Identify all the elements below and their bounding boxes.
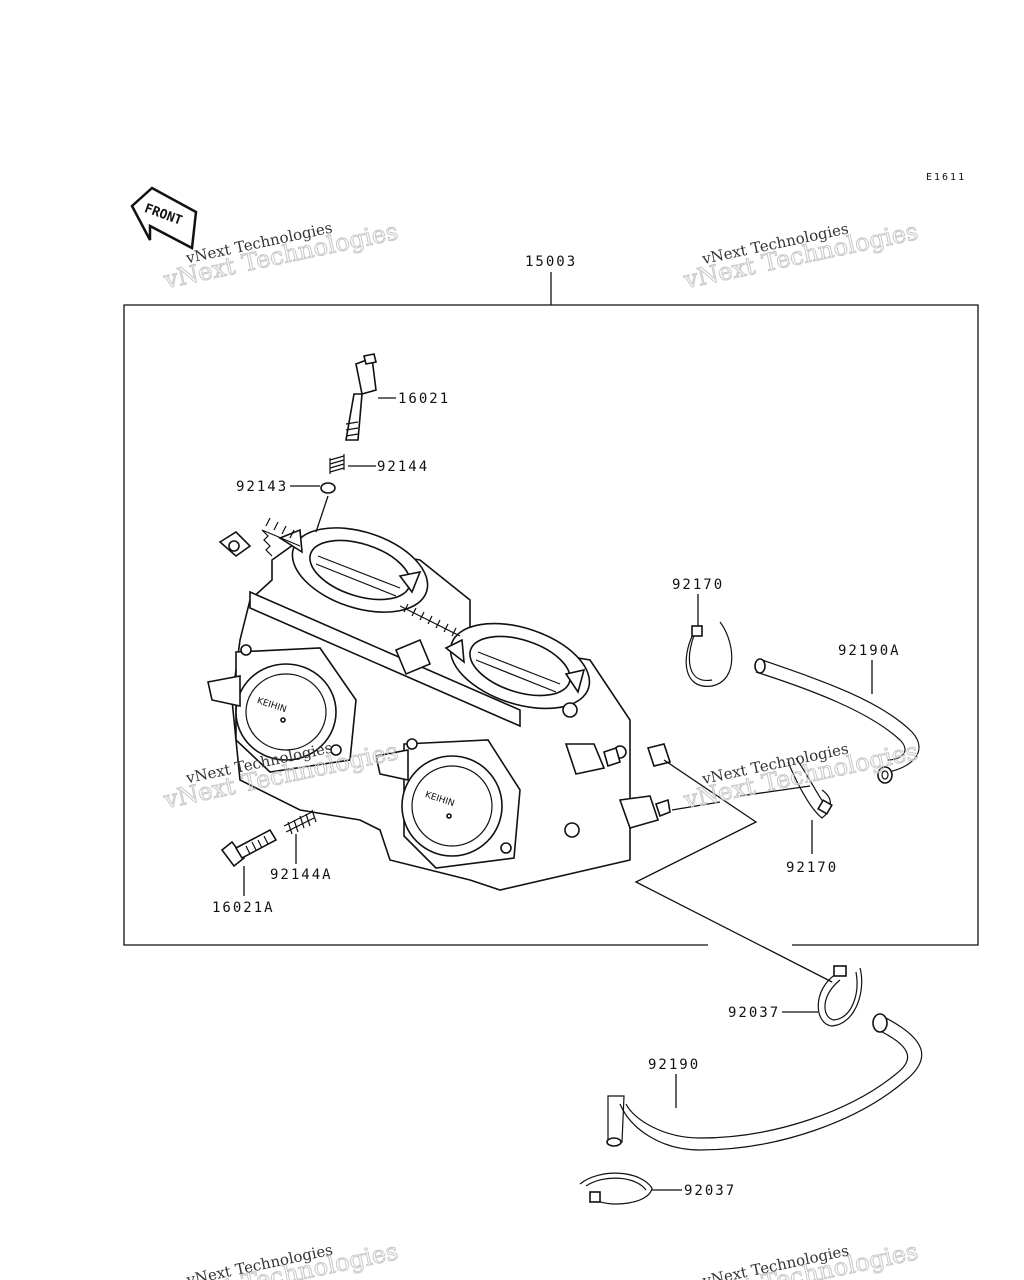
carburetor-assembly-drawing: KEIHIN KEIHIN [207, 517, 672, 891]
label-92170-bottom: 92170 [786, 860, 838, 876]
part-92190A-hose-drawing [754, 658, 920, 784]
leader-92143-body [315, 495, 329, 533]
watermark-2: vNext Technologies vNext Technologies [680, 217, 921, 295]
part-92143-drawing [320, 482, 336, 494]
part-16021-drawing [345, 353, 377, 441]
label-92037-mid: 92037 [728, 1005, 780, 1021]
assembly-frame [123, 304, 979, 946]
label-92170-top: 92170 [672, 577, 724, 593]
label-92143: 92143 [236, 479, 288, 495]
label-92037-bottom: 92037 [684, 1183, 736, 1199]
diagram-ref-code: E1611 [926, 172, 966, 183]
watermark-6: vNext Technologies vNext Technologies [680, 1237, 921, 1280]
part-92190-hose-drawing [606, 1013, 923, 1151]
part-16021A-drawing [220, 828, 278, 868]
part-92037-mid-drawing [817, 965, 863, 1027]
label-15003: 15003 [525, 254, 577, 270]
front-arrow-icon: FRONT [130, 186, 198, 250]
label-92144: 92144 [377, 459, 429, 475]
label-16021A: 16021A [212, 900, 275, 916]
label-92190A: 92190A [838, 643, 901, 659]
label-16021: 16021 [398, 391, 450, 407]
part-92037-bottom-drawing [579, 1172, 653, 1205]
leader-fitting-a [671, 801, 721, 811]
label-92190: 92190 [648, 1057, 700, 1073]
leader-fitting-b [739, 785, 811, 797]
leader-hose-routing [634, 759, 833, 983]
part-92144A-drawing [283, 809, 317, 835]
label-92144A: 92144A [270, 867, 333, 883]
part-92144-drawing [329, 454, 345, 474]
watermark-4: vNext Technologies vNext Technologies [680, 737, 921, 815]
watermark-5: vNext Technologies vNext Technologies [160, 1237, 401, 1280]
part-92170-bottom-drawing [787, 757, 833, 819]
part-92170-top-drawing [685, 621, 733, 687]
